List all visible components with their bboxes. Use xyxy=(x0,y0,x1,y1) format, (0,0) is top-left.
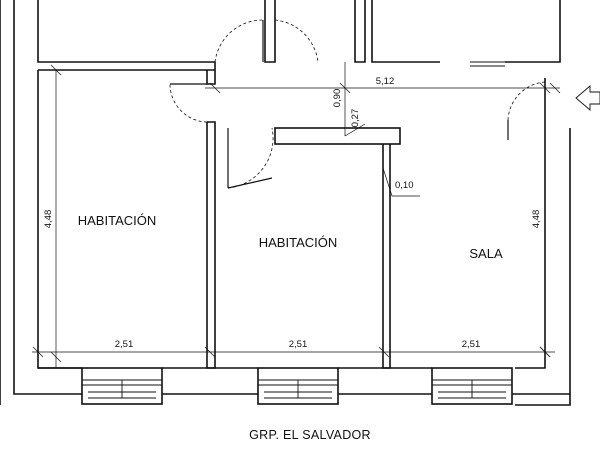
dim-left-width: 2,51 xyxy=(115,339,134,350)
dim-center-width: 2,51 xyxy=(289,339,308,350)
exterior-walls xyxy=(0,0,571,406)
window-center xyxy=(257,367,339,405)
dim-corridor: 0,90 xyxy=(332,89,343,108)
dim-right-width: 2,51 xyxy=(462,339,481,350)
door-left-room xyxy=(169,83,208,123)
window-left xyxy=(81,367,163,405)
dim-wall-b: 0,10 xyxy=(395,180,414,191)
plan-caption: GRP. EL SALVADOR xyxy=(249,428,371,442)
dim-left-depth: 4,48 xyxy=(43,210,54,229)
window-right xyxy=(431,367,513,405)
entrance-arrow-icon xyxy=(575,85,600,111)
door-sala xyxy=(507,81,546,140)
dim-wall-a: 0,27 xyxy=(350,109,361,128)
room-label-center: HABITACIÓN xyxy=(259,235,338,250)
dim-right-depth: 4,48 xyxy=(531,210,542,229)
dimension-lines xyxy=(32,62,561,368)
door-center-room xyxy=(227,127,274,189)
dim-top-width: 5,12 xyxy=(376,76,395,87)
room-label-right: SALA xyxy=(469,246,503,261)
interior-walls xyxy=(38,70,570,395)
room-label-left: HABITACIÓN xyxy=(78,213,157,228)
door-top xyxy=(214,19,319,63)
